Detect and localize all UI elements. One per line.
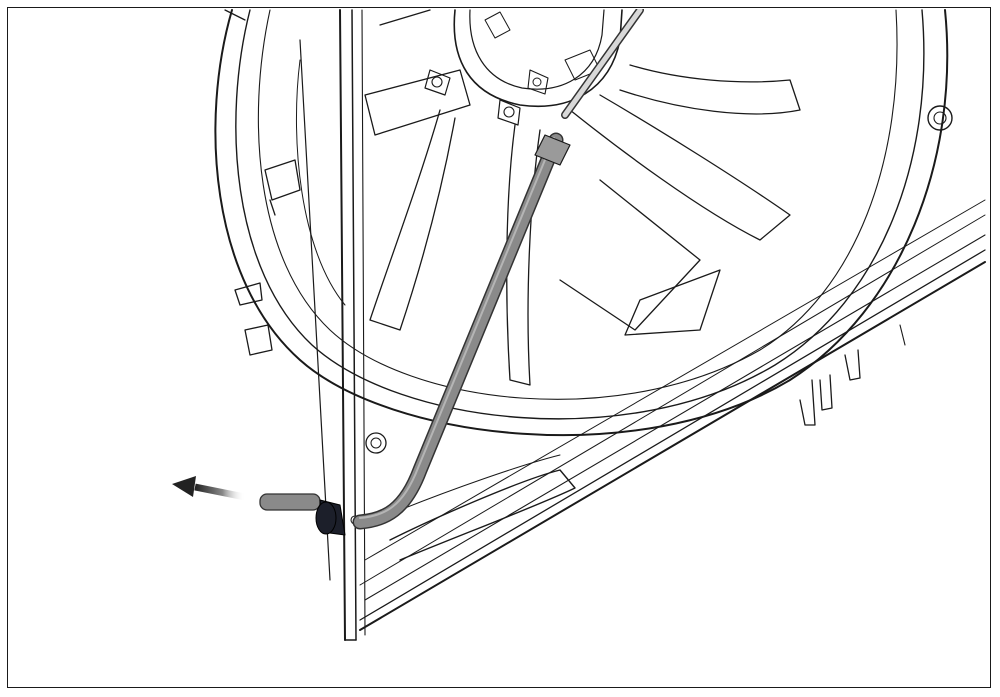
pull-arrow-icon xyxy=(172,476,246,501)
fan-blades xyxy=(364,9,801,386)
coolant-hose xyxy=(352,9,644,530)
frame-post xyxy=(299,9,366,641)
shroud-skirt xyxy=(359,199,986,631)
hose-connector xyxy=(259,493,346,536)
figure-border xyxy=(7,7,991,688)
fan-ring xyxy=(214,9,949,437)
fan-motor-hub xyxy=(424,9,623,126)
mount-boss-right xyxy=(927,105,953,131)
ring-clips xyxy=(224,9,301,356)
